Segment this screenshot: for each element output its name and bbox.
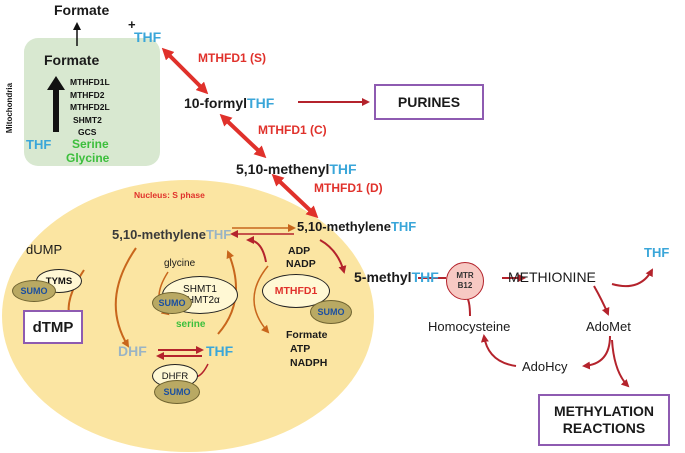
- sumo-label: SUMO: [20, 286, 48, 296]
- shmt1-label: SHMT1: [183, 284, 217, 295]
- methyl-thf-label: 5-methylTHF: [354, 270, 439, 284]
- arrow-mthfd1-c: [219, 113, 267, 159]
- sumo-label: SUMO: [317, 307, 345, 317]
- b12-label: B12: [457, 281, 473, 290]
- sumo-label: SUMO: [158, 298, 186, 308]
- formyl-prefix: 10-formyl: [184, 95, 248, 111]
- mito-enzyme: MTHFD2: [70, 89, 105, 100]
- mito-enzyme: GCS: [78, 127, 97, 137]
- methionine-label: METHIONINE: [508, 269, 596, 285]
- methenyl-thf-label: 5,10-methenylTHF: [236, 162, 357, 176]
- mtr-label: MTR: [456, 271, 474, 280]
- mtr-b12-enzyme: MTR B12: [446, 262, 484, 300]
- nadph-label: NADPH: [290, 357, 328, 369]
- adomet-label: AdoMet: [586, 319, 631, 334]
- methylation-line1: METHYLATION: [553, 403, 655, 419]
- dtmp-box: dTMP: [23, 310, 83, 344]
- mthfd1-s-label: MTHFD1 (S): [198, 51, 266, 65]
- arrow-mthfd1-d: [271, 173, 319, 219]
- formate-small-label: Formate: [286, 329, 328, 341]
- arrow-to-5-methyl: [319, 239, 347, 274]
- methyl-prefix: 5-methyl: [354, 269, 412, 285]
- methylene-thf: THF: [205, 227, 232, 242]
- dhf-label: DHF: [118, 343, 147, 359]
- mito-enzyme: SHMT2: [73, 114, 102, 125]
- mito-enzyme: MTHFD1L: [70, 77, 110, 87]
- dhfr-label: DHFR: [161, 370, 189, 382]
- adohcy-label: AdoHcy: [522, 359, 568, 374]
- atp-label: ATP: [290, 343, 311, 355]
- methenyl-prefix: 5,10-methenyl: [236, 161, 330, 177]
- formate-label-mito: Formate: [44, 52, 100, 68]
- mitochondria-compartment: [24, 38, 160, 166]
- nucleus-compartment: [2, 180, 374, 452]
- formate-label-top: Formate: [54, 2, 110, 18]
- methylene-thf-nucleus: 5,10-methyleneTHF: [112, 228, 231, 241]
- serine-label: Serine: [72, 137, 109, 151]
- glycine-small-label: glycine: [164, 258, 196, 269]
- mthfd1-d-label: MTHFD1 (D): [314, 181, 383, 195]
- adp-label: ADP: [288, 245, 311, 257]
- tyms-label: TYMS: [45, 275, 73, 287]
- thf-label-cycle: THF: [644, 245, 670, 260]
- methylation-box: METHYLATION REACTIONS: [538, 394, 670, 446]
- shmt2a-label: SHMT2α: [180, 295, 220, 306]
- methylene-prefix: 5,10-methylene: [112, 227, 206, 242]
- mitochondria-label: Mitochondria: [5, 82, 14, 134]
- glycine-label: Glycine: [66, 151, 110, 165]
- sumo-label: SUMO: [163, 387, 191, 397]
- mthfd1-c-label: MTHFD1 (C): [258, 123, 327, 137]
- thf-label-mito: THF: [26, 137, 52, 152]
- arrow-mthfd1-s: [161, 47, 209, 95]
- methylene-thf-right: 5,10-methyleneTHF: [297, 220, 416, 233]
- methylene-right-thf: THF: [390, 219, 417, 234]
- methenyl-thf: THF: [329, 161, 357, 177]
- homocysteine-label: Homocysteine: [428, 319, 511, 334]
- methyl-thf: THF: [411, 269, 439, 285]
- dtmp-label: dTMP: [32, 318, 74, 336]
- purines-label: PURINES: [397, 94, 461, 110]
- mthfd1-label: MTHFD1: [274, 285, 318, 297]
- thf-label-top: THF: [134, 29, 162, 45]
- methylene-right-prefix: 5,10-methylene: [297, 219, 391, 234]
- mito-enzyme-list: MTHFD1L MTHFD2 MTHFD2L SHMT2 GCS: [70, 76, 110, 139]
- nucleus-label: Nucleus: S phase: [134, 190, 205, 200]
- dump-label: dUMP: [26, 242, 63, 257]
- serine-small-label: serine: [176, 319, 206, 330]
- purines-box: PURINES: [374, 84, 484, 120]
- sumo-mthfd1: SUMO: [310, 300, 352, 324]
- thf-label-nucleus: THF: [206, 343, 234, 359]
- formyl-thf: THF: [247, 95, 275, 111]
- sumo-shmt: SUMO: [152, 292, 192, 314]
- nadp-label: NADP: [286, 258, 316, 270]
- methylation-line2: REACTIONS: [562, 420, 646, 436]
- mito-enzyme: MTHFD2L: [70, 102, 110, 112]
- formyl-thf-label: 10-formylTHF: [184, 96, 274, 110]
- sumo-dhfr: SUMO: [154, 380, 200, 404]
- sumo-tyms: SUMO: [12, 280, 56, 302]
- plus-sign: +: [128, 17, 136, 32]
